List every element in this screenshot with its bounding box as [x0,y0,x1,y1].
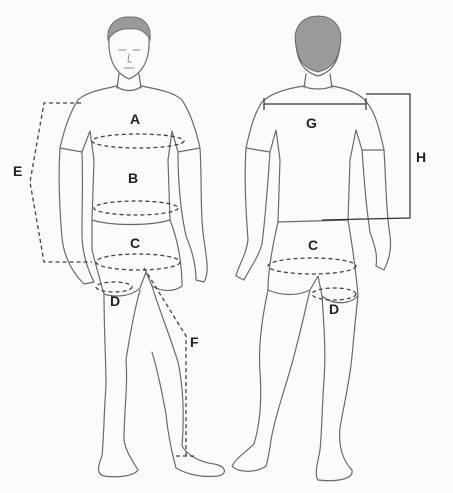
front-right-arm [59,148,94,284]
front-hair [108,17,150,40]
front-left-leg [152,286,224,477]
back-left-leg [316,296,358,481]
inseam-line [144,268,196,456]
back-shorts [268,220,358,303]
hip-measure-ring-front [96,254,180,270]
label-inseam: F [190,334,199,350]
label-back-length: H [416,149,426,165]
label-shoulder-width: G [306,115,317,131]
front-right-leg [99,290,141,477]
front-head [109,38,149,79]
waist-measure-ring [94,201,178,215]
front-left-arm [178,148,207,282]
label-chest: A [130,111,140,127]
front-tshirt [60,86,200,225]
front-figure [59,17,224,477]
front-neck [117,74,141,88]
label-hip-front: C [130,235,140,251]
label-thigh-front: D [110,293,120,309]
front-face [119,50,140,68]
thigh-measure-ring-back [312,288,356,300]
shoulder-width-line [264,98,366,110]
label-thigh-back: D [329,301,339,317]
label-torso-length: E [13,163,22,179]
back-right-arm [236,148,270,280]
label-waist: B [128,170,138,186]
back-left-arm [362,150,391,270]
back-right-leg [232,290,310,471]
label-hip-back: C [308,237,318,253]
hip-measure-ring-back [268,258,356,274]
front-shorts [92,220,182,296]
